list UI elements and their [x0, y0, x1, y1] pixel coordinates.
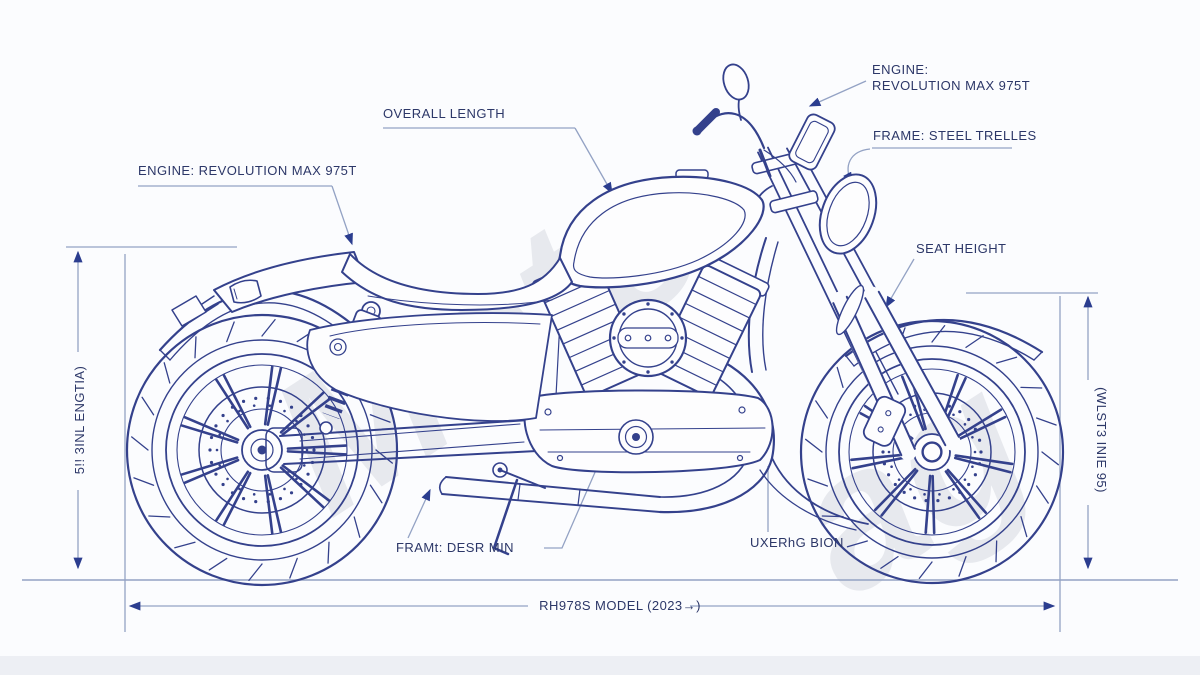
fork-slider-slot — [835, 284, 865, 336]
lower-right-label: UXERhG BION — [750, 535, 844, 550]
rear-brake-disc — [198, 386, 326, 514]
muffler-bottom — [441, 493, 661, 513]
rear-disc-holes-2 — [215, 404, 309, 496]
engine-left-leader — [331, 185, 353, 246]
brake-lever — [499, 469, 546, 489]
belt-line-bottom — [299, 441, 525, 460]
model-label: RH978S MODEL (2023→) — [539, 598, 701, 613]
left-vertical-label: 5!! 3INL ENGTIA) — [72, 365, 87, 475]
engine-right-line1: ENGINE: — [872, 62, 929, 77]
rear-tread — [131, 319, 393, 581]
muffler-end-cap — [438, 476, 447, 495]
throttle-cable — [763, 149, 797, 183]
engine-left-label: ENGINE: REVOLUTION MAX 975T — [138, 163, 357, 178]
bar-end — [692, 126, 702, 136]
rear-rim — [165, 353, 359, 547]
axle-plate — [265, 427, 303, 473]
engine — [523, 253, 774, 474]
front-fork — [751, 139, 961, 462]
tail-light — [229, 279, 262, 304]
frame-right-label: FRAME: STEEL TRELLES — [873, 128, 1037, 143]
engine-right-label: ENGINE: REVOLUTION MAX 975T — [872, 62, 1030, 94]
rear-tire-inner — [151, 339, 373, 561]
front-rim-inner — [848, 368, 1016, 536]
front-rim — [838, 358, 1026, 546]
license-bracket — [171, 295, 219, 327]
frame-bottom-right-leader — [544, 469, 597, 549]
engine-right-line2: REVOLUTION MAX 975T — [872, 78, 1031, 93]
frame-bottom-label: FRAMt: DESR MIN — [396, 540, 514, 555]
rear-brake-disc-inner — [220, 408, 304, 492]
side-cover — [306, 312, 553, 422]
tail-cowl — [213, 251, 367, 313]
overall-length-label: OVERALL LENGTH — [383, 106, 506, 121]
rear-rim-inner — [176, 364, 348, 536]
bottom-shade-band — [0, 656, 1200, 675]
right-lower-pipe — [771, 457, 869, 525]
front-fender — [844, 318, 1044, 395]
instrument-cluster — [788, 113, 836, 171]
headlight — [818, 173, 878, 255]
dimension-lines — [22, 80, 1178, 632]
front-axle-nut — [922, 442, 942, 462]
rear-spokes — [180, 365, 348, 535]
overall-length-leader — [574, 127, 613, 195]
license-plate — [171, 295, 207, 327]
right-vertical-label: (WLST3 INIE 95) — [1094, 387, 1109, 493]
frame-bottom-left-leader — [407, 488, 431, 539]
brake-caliper — [862, 395, 907, 447]
seat — [341, 253, 573, 311]
rear-tire-outer — [125, 313, 399, 587]
air-cleaner-plate — [617, 327, 679, 349]
engine-right-leader — [808, 80, 867, 107]
left-grip — [694, 108, 720, 134]
riser — [758, 148, 772, 178]
handlebar — [692, 108, 797, 183]
front-tire-inner — [825, 345, 1039, 559]
fender-stay — [875, 351, 899, 395]
kickstand — [492, 478, 519, 550]
mirror — [722, 63, 750, 121]
shock-lower-mount — [319, 421, 333, 435]
fuel-tank — [557, 169, 765, 289]
rear-wheel — [125, 313, 399, 587]
air-cleaner-bolts — [612, 302, 684, 374]
motorcycle — [125, 63, 1065, 587]
muffler-top — [445, 476, 661, 498]
seat-height-leader — [885, 258, 915, 309]
belt-line-top — [299, 423, 521, 442]
seat-height-label: SEAT HEIGHT — [916, 241, 1007, 256]
lower-triple-clamp — [769, 190, 819, 214]
foot-controls — [492, 462, 546, 556]
